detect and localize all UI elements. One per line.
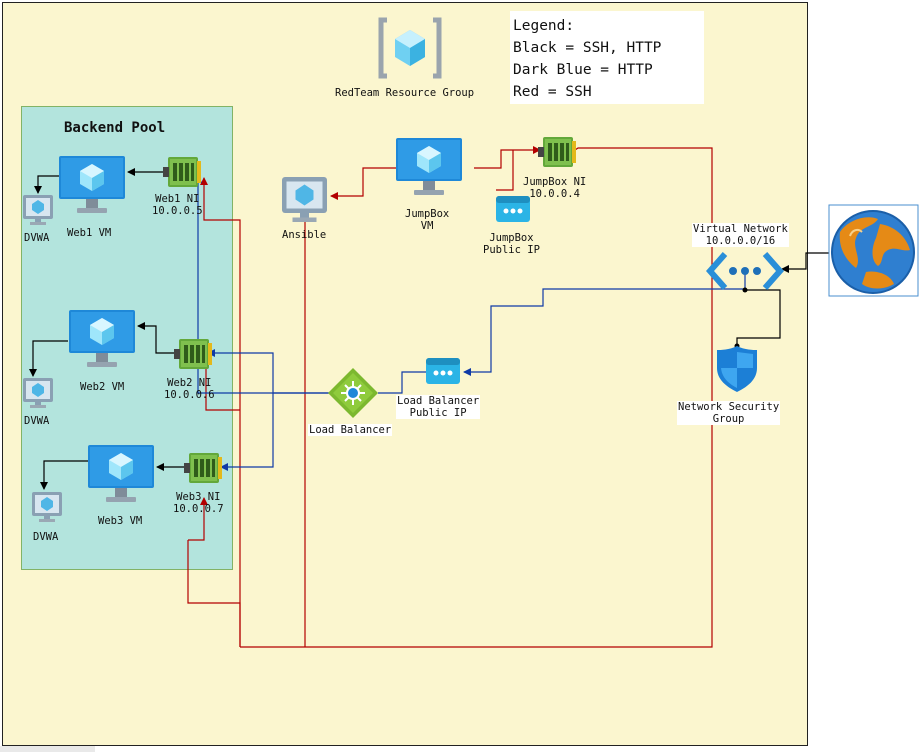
- web3-dvwa-icon[interactable]: [32, 492, 62, 522]
- vnet-label: Virtual Network 10.0.0.0/16: [692, 223, 789, 247]
- web2-vm-label: Web2 VM: [80, 381, 125, 393]
- ansible-label: Ansible: [282, 229, 327, 241]
- lb-pip-type: Public IP: [409, 407, 467, 419]
- jumpbox-vm-label: JumpBox VM: [405, 208, 449, 232]
- legend-line-black: Black = SSH, HTTP: [513, 40, 662, 56]
- web2-nic-name: Web2 NI: [167, 377, 212, 389]
- legend: Legend: Black = SSH, HTTP Dark Blue = HT…: [510, 11, 704, 104]
- lb-label: Load Balancer: [308, 424, 393, 436]
- ssh-connectors: [187, 146, 713, 648]
- nsg-name: Network Security: [678, 401, 780, 413]
- jumpbox-pip-type: Public IP: [483, 244, 540, 256]
- web1-nic-label: Web1 NI 10.0.0.5: [152, 193, 203, 217]
- jumpbox-nic-label: JumpBox NI 10.0.0.4: [523, 176, 586, 200]
- web1-dvwa-label: DVWA: [24, 232, 50, 244]
- http-connectors: [194, 175, 746, 471]
- jumpbox-nic-ip: 10.0.0.4: [529, 188, 580, 200]
- jumpbox-nic-icon[interactable]: [538, 137, 576, 167]
- web1-dvwa-icon[interactable]: [23, 195, 53, 225]
- web2-nic-label: Web2 NI 10.0.0.6: [164, 377, 215, 401]
- vnet-name: Virtual Network: [693, 223, 788, 235]
- load-balancer-icon[interactable]: [328, 368, 378, 418]
- web3-dvwa-label: DVWA: [33, 531, 59, 543]
- web1-vm-icon[interactable]: [59, 156, 125, 213]
- nsg-type: Group: [712, 413, 745, 425]
- horizontal-scrollbar[interactable]: [0, 746, 95, 752]
- web3-nic-ip: 10.0.0.7: [173, 503, 224, 515]
- web3-nic-icon[interactable]: [184, 453, 222, 483]
- web3-nic-label: Web3 NI 10.0.0.7: [173, 491, 224, 515]
- vnet-cidr: 10.0.0.0/16: [705, 235, 776, 247]
- jumpbox-vm-type: VM: [420, 220, 434, 232]
- web2-dvwa-label: DVWA: [24, 415, 50, 427]
- legend-line-blue: Dark Blue = HTTP: [513, 62, 653, 78]
- lb-pip-label: Load Balancer Public IP: [396, 395, 481, 419]
- web2-nic-icon[interactable]: [174, 339, 212, 369]
- web2-dvwa-icon[interactable]: [23, 378, 53, 408]
- legend-line-red: Red = SSH: [513, 84, 592, 100]
- web1-vm-label: Web1 VM: [67, 227, 112, 239]
- backend-pool-title: Backend Pool: [64, 120, 166, 136]
- jumpbox-pip-name: JumpBox: [489, 232, 534, 244]
- web2-vm-icon[interactable]: [69, 310, 135, 367]
- ansible-icon[interactable]: [282, 177, 327, 222]
- nsg-label: Network Security Group: [677, 401, 781, 425]
- web1-nic-icon[interactable]: [163, 157, 201, 187]
- web3-vm-icon[interactable]: [88, 445, 154, 502]
- legend-title: Legend:: [513, 18, 575, 34]
- jumpbox-vm-icon[interactable]: [396, 138, 462, 195]
- web1-nic-ip: 10.0.0.5: [152, 205, 203, 217]
- web2-nic-ip: 10.0.0.6: [164, 389, 215, 401]
- jumpbox-nic-name: JumpBox NI: [523, 176, 587, 188]
- lb-pip-name: Load Balancer: [397, 395, 480, 407]
- jumpbox-vm-name: JumpBox: [405, 208, 450, 220]
- shield-icon[interactable]: [717, 346, 757, 392]
- web3-nic-name: Web3 NI: [176, 491, 221, 503]
- vnet-icon[interactable]: [705, 252, 785, 290]
- lb-public-ip-icon[interactable]: [426, 358, 460, 384]
- resource-group-label: RedTeam Resource Group: [335, 87, 475, 99]
- resource-group-icon: [378, 17, 442, 79]
- globe-icon[interactable]: [828, 204, 919, 297]
- web3-vm-label: Web3 VM: [98, 515, 143, 527]
- jumpbox-pip-label: JumpBox Public IP: [483, 232, 540, 256]
- web1-nic-name: Web1 NI: [155, 193, 200, 205]
